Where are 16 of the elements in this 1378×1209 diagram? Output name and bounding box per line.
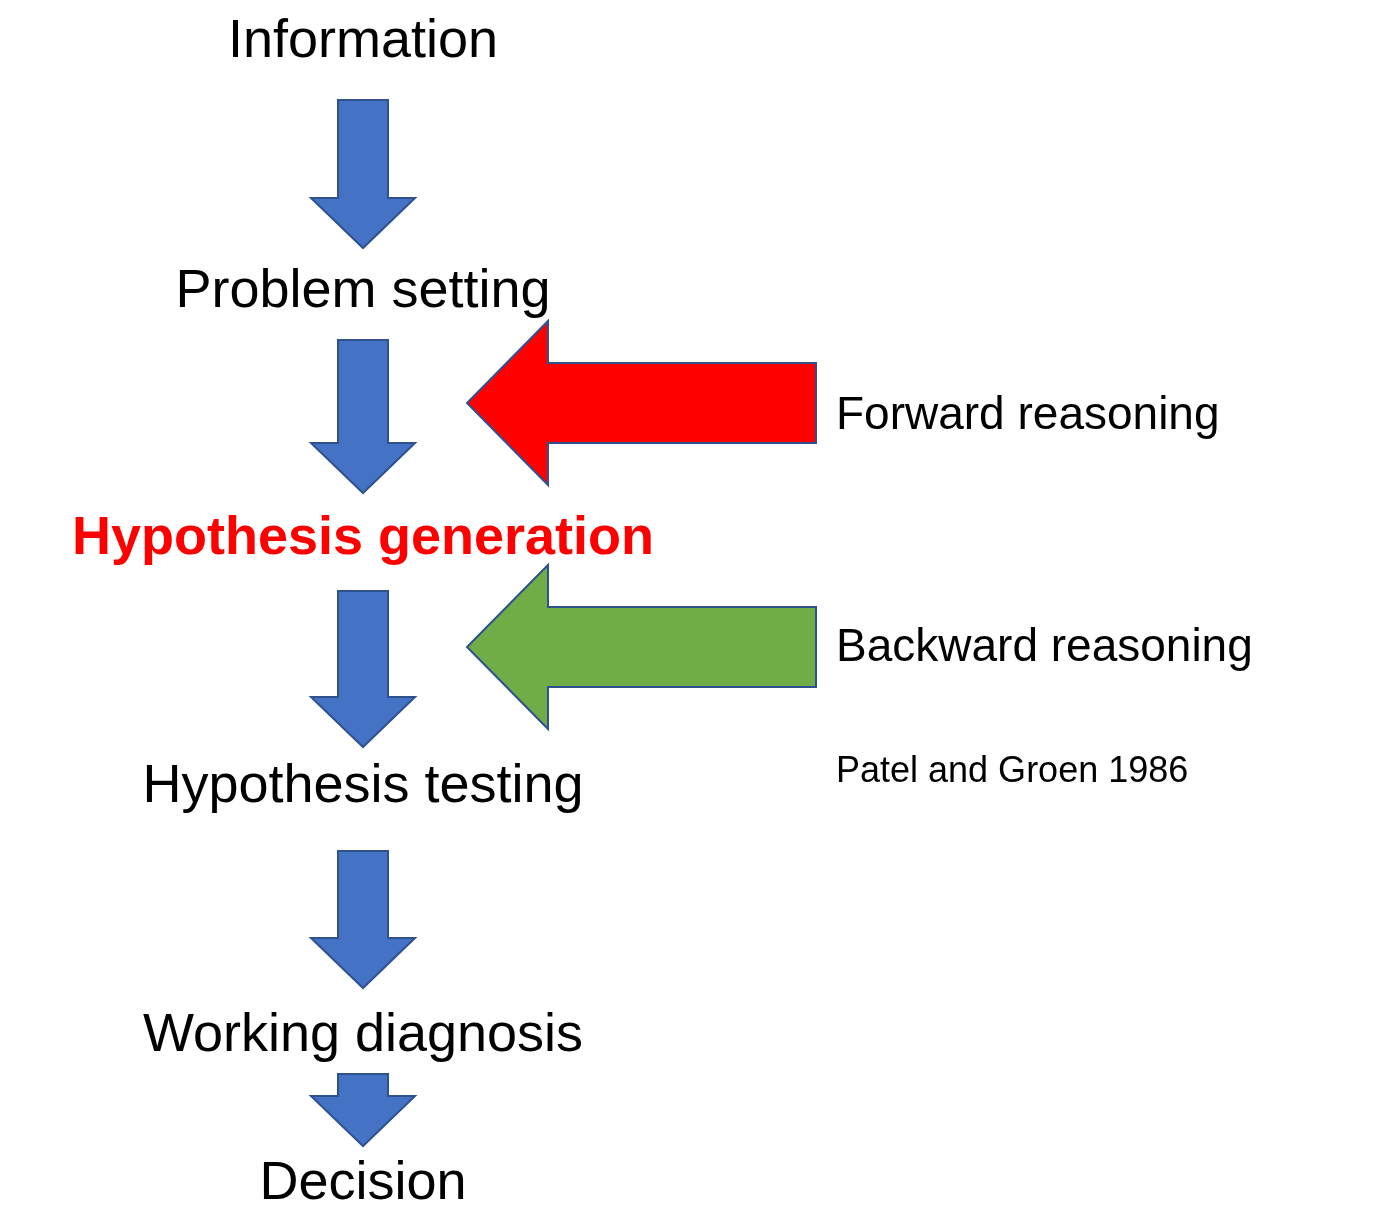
step-label: Backward reasoning bbox=[836, 613, 1253, 677]
block-arrow bbox=[465, 318, 817, 488]
block-arrow bbox=[308, 850, 418, 990]
step-label: Decision bbox=[259, 1148, 467, 1209]
block-arrow bbox=[308, 99, 418, 250]
block-arrow bbox=[308, 1073, 418, 1148]
highlighted-step-label: Hypothesis generation bbox=[71, 503, 655, 567]
step-label: Problem setting bbox=[175, 256, 551, 320]
citation-note: Patel and Groen 1986 bbox=[836, 748, 1189, 792]
block-arrow bbox=[308, 590, 418, 749]
step-label: Hypothesis testing bbox=[142, 751, 584, 815]
block-arrow bbox=[308, 339, 418, 495]
block-arrow bbox=[465, 562, 817, 732]
step-label: Forward reasoning bbox=[836, 381, 1220, 445]
step-label: Working diagnosis bbox=[142, 1000, 584, 1064]
step-label: Information bbox=[227, 6, 499, 70]
